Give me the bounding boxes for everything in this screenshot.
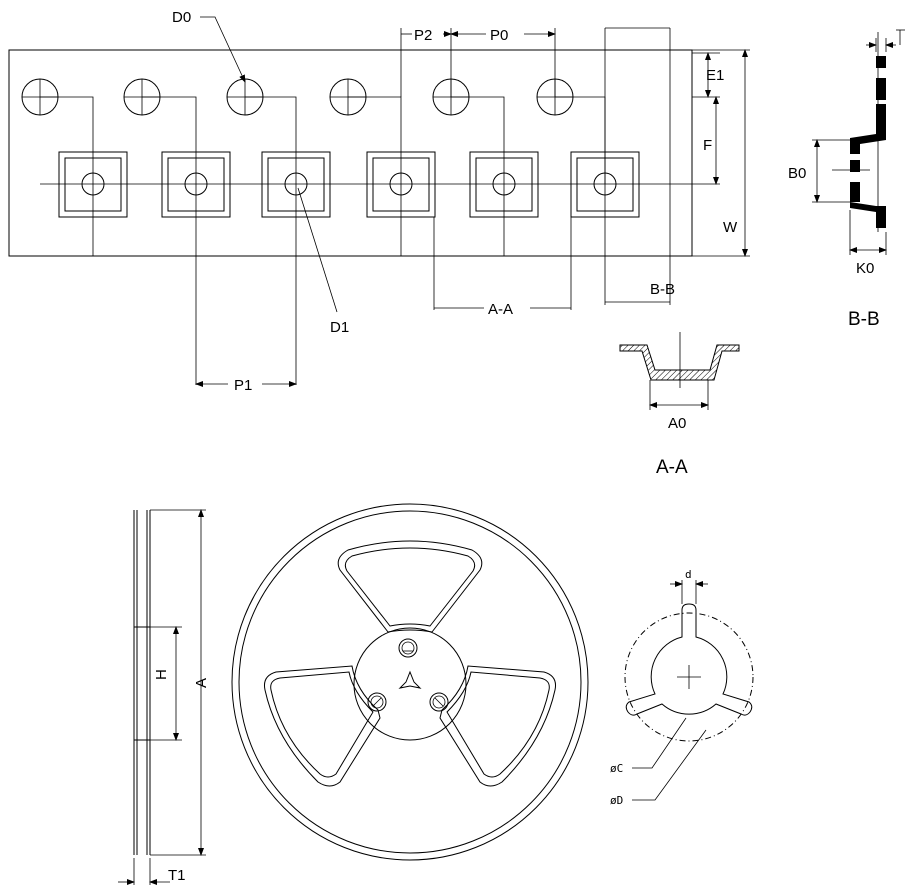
label-d1: D1 — [330, 319, 349, 336]
reel-window — [264, 665, 381, 787]
reel-front-view — [231, 503, 589, 861]
reel-window — [439, 665, 556, 787]
section-aa: A0 A-A — [619, 332, 740, 478]
label-d: d — [685, 568, 692, 581]
pockets — [58, 151, 640, 218]
label-h: H — [153, 669, 170, 680]
label-d0: D0 — [172, 9, 191, 26]
label-phi-c: øC — [610, 762, 623, 775]
label-bb-cut: B-B — [650, 281, 675, 298]
label-e1: E1 — [706, 67, 724, 84]
label-a: A — [193, 678, 210, 688]
label-f: F — [703, 137, 712, 154]
d-leader — [632, 729, 707, 801]
hub-screw — [429, 692, 449, 712]
label-phi-d: øD — [610, 794, 623, 807]
title-aa: A-A — [656, 457, 688, 478]
title-bb: B-B — [848, 309, 880, 330]
label-aa-cut: A-A — [488, 301, 513, 318]
hub-screw — [367, 692, 387, 712]
reel-side-view: H A T1 — [118, 509, 210, 885]
section-bb: B0 K0 B-B — [788, 29, 905, 330]
hub-center-mark — [398, 670, 422, 689]
carrier-tape-top-view: D0 P2 P0 E1 F W D1 P1 A-A B-B — [8, 9, 750, 394]
label-w: W — [723, 219, 738, 236]
hub-detail: d øC øD — [610, 568, 754, 807]
label-p0: P0 — [490, 27, 508, 44]
d1-leader — [297, 187, 338, 313]
reel-window — [337, 540, 483, 633]
d0-leader — [200, 16, 246, 83]
hub-screw — [398, 638, 418, 658]
c-leader — [632, 717, 687, 769]
label-p1: P1 — [234, 377, 252, 394]
label-a0: A0 — [668, 415, 686, 432]
label-b0: B0 — [788, 165, 806, 182]
label-p2: P2 — [414, 27, 432, 44]
label-k0: K0 — [856, 260, 874, 277]
extension-lines — [40, 27, 671, 385]
label-t1: T1 — [168, 867, 186, 884]
